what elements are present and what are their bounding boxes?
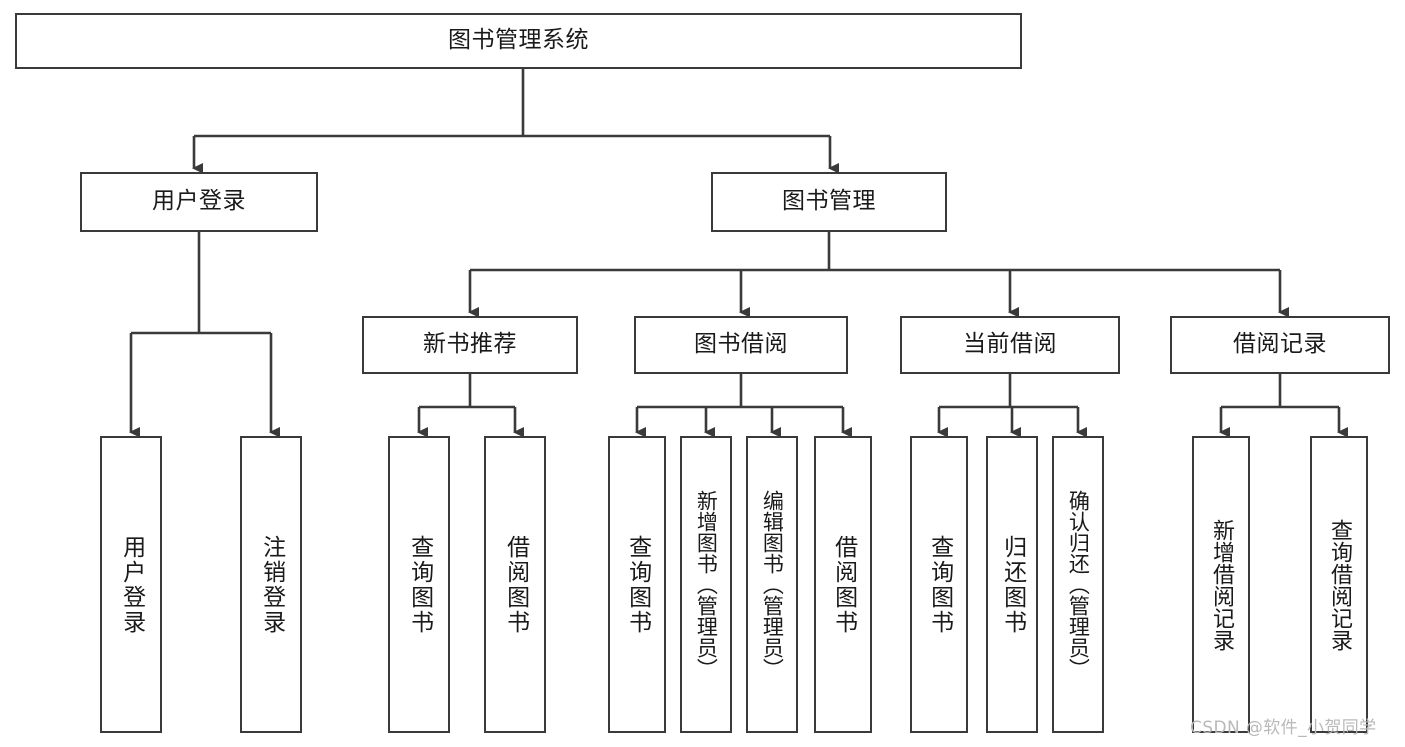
leaf-borrow-books[interactable]: 借阅图书 [814,436,872,733]
leaf-add-borrow-record[interactable]: 新增借阅记录 [1192,436,1250,733]
leaf-logout[interactable]: 注销登录 [240,436,302,733]
leaf-borrow-books-new[interactable]: 借阅图书 [484,436,546,733]
leaf-query-borrow-record[interactable]: 查询借阅记录 [1310,436,1368,733]
leaf-add-book-admin[interactable]: 新增图书（管理员） [680,436,732,733]
leaf-edit-book-admin[interactable]: 编辑图书（管理员） [746,436,798,733]
leaf-confirm-return-admin[interactable]: 确认归还（管理员） [1052,436,1104,733]
node-book-borrow[interactable]: 图书借阅 [634,316,848,374]
leaf-query-books-borrow[interactable]: 查询图书 [608,436,666,733]
leaf-query-books-current[interactable]: 查询图书 [910,436,968,733]
node-current-borrow[interactable]: 当前借阅 [900,316,1120,374]
node-borrow-record[interactable]: 借阅记录 [1170,316,1390,374]
node-user-login[interactable]: 用户登录 [80,172,318,232]
watermark: CSDN @软件_小贺同学 [1190,718,1377,738]
node-book-management[interactable]: 图书管理 [711,172,947,232]
node-new-book-recommend[interactable]: 新书推荐 [362,316,578,374]
node-root[interactable]: 图书管理系统 [15,13,1022,69]
leaf-query-books-new[interactable]: 查询图书 [388,436,450,733]
leaf-user-login[interactable]: 用户登录 [100,436,162,733]
leaf-return-books[interactable]: 归还图书 [986,436,1038,733]
